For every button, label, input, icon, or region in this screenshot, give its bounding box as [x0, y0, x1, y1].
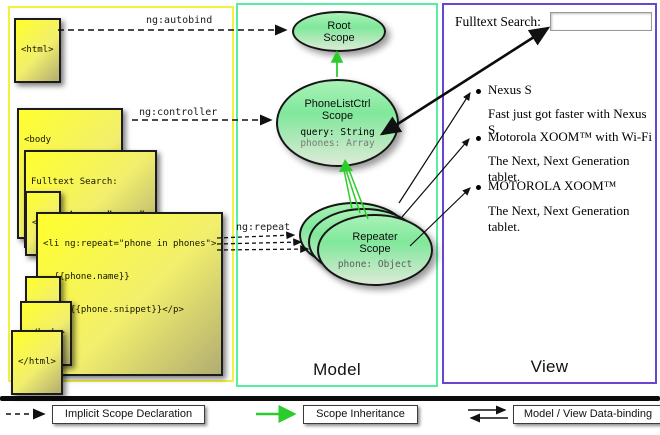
legend-divider: [0, 396, 660, 401]
bullet-icon: [476, 89, 481, 94]
html-close-tag-box: </html>: [11, 330, 63, 395]
ng-controller-label: ng:controller: [139, 107, 218, 118]
query-string-prop: query: String: [300, 126, 375, 138]
view-item-desc: The Next, Next Generation tablet.: [488, 153, 630, 184]
repeater-scope-title-line1: Repeater: [352, 230, 398, 243]
view-item-title: Nexus S: [488, 82, 532, 97]
phonelist-scope-title-line2: Scope: [321, 109, 354, 122]
phonelist-scope-title-line1: PhoneListCtrl: [304, 97, 371, 110]
view-item-title: MOTOROLA XOOM™: [488, 178, 617, 193]
bullet-icon: [476, 185, 481, 190]
repeater-scope-ellipse-front: Repeater Scope phone: Object: [317, 214, 433, 286]
model-panel: Model: [236, 3, 438, 387]
phonelistctrl-scope-ellipse: PhoneListCtrl Scope query: String phones…: [276, 79, 399, 167]
ng-repeat-label: ng:repeat: [236, 222, 291, 233]
legend-implicit-scope: Implicit Scope Declaration: [52, 405, 205, 424]
html-open-tag-box: <html>: [14, 18, 61, 83]
legend-scope-inheritance: Scope Inheritance: [303, 405, 418, 424]
root-scope-ellipse: Root Scope: [292, 11, 386, 52]
view-item-title: Motorola XOOM™ with Wi-Fi: [488, 129, 653, 144]
root-scope-title-line1: Root: [327, 19, 351, 32]
view-fulltext-search-label: Fulltext Search:: [455, 14, 541, 29]
model-panel-label: Model: [313, 360, 361, 379]
phone-object-prop: phone: Object: [337, 258, 413, 270]
root-scope-title-line2: Scope: [323, 31, 355, 44]
legend-databinding: Model / View Data-binding: [513, 405, 660, 424]
ng-autobind-label: ng:autobind: [146, 15, 213, 26]
view-item-desc: The Next, Next Generation tablet.: [488, 203, 630, 234]
bullet-icon: [476, 136, 481, 141]
repeater-scope-title-line2: Scope: [359, 242, 391, 255]
phones-array-prop: phones: Array: [300, 137, 375, 149]
view-search-input[interactable]: [550, 12, 652, 31]
view-panel-label: View: [530, 357, 569, 376]
